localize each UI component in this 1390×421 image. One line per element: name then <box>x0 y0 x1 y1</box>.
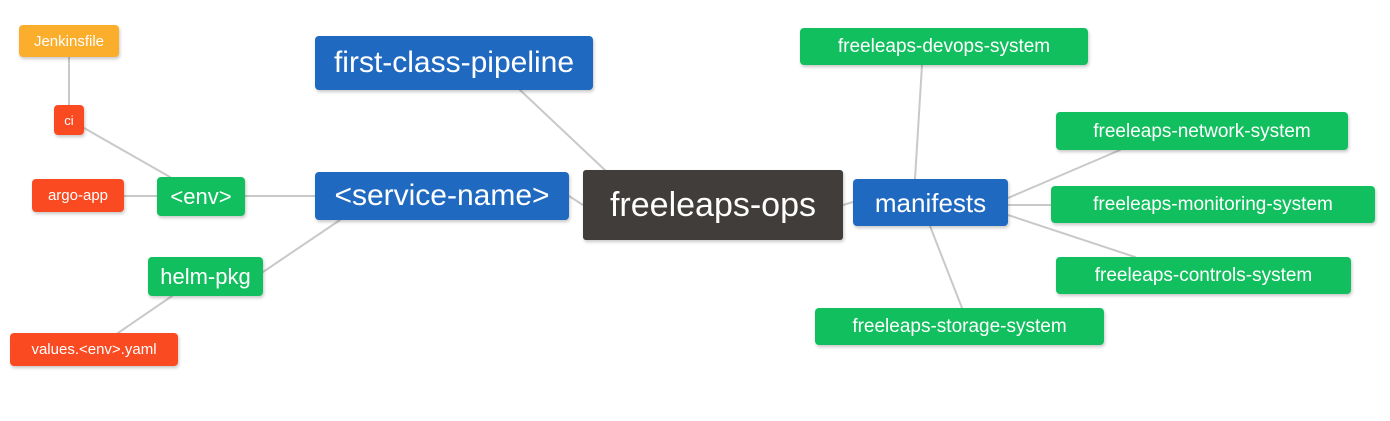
edge-manifests-to-storage <box>929 225 963 309</box>
node-service[interactable]: <service-name> <box>315 172 569 220</box>
node-label: ci <box>64 112 74 128</box>
node-jenkinsfile[interactable]: Jenkinsfile <box>19 25 119 57</box>
node-label: values.<env>.yaml <box>31 341 157 358</box>
node-label: freeleaps-network-system <box>1093 120 1311 142</box>
node-helm[interactable]: helm-pkg <box>148 257 263 296</box>
node-label: Jenkinsfile <box>33 32 105 50</box>
node-manifests[interactable]: manifests <box>853 179 1008 226</box>
node-monitoring[interactable]: freeleaps-monitoring-system <box>1051 186 1375 223</box>
node-label: freeleaps-storage-system <box>852 316 1067 337</box>
node-label: argo-app <box>47 187 109 204</box>
node-label: manifests <box>874 187 987 218</box>
edge-helm-to-valuesyaml <box>117 295 173 334</box>
node-label: <env> <box>170 183 232 209</box>
node-label: freeleaps-controls-system <box>1094 265 1313 286</box>
edge-root-to-service <box>568 195 584 206</box>
node-argoapp[interactable]: argo-app <box>32 179 124 212</box>
node-devops[interactable]: freeleaps-devops-system <box>800 28 1088 65</box>
node-valuesyaml[interactable]: values.<env>.yaml <box>10 333 178 366</box>
edge-root-to-manifests <box>842 201 854 206</box>
node-label: freeleaps-devops-system <box>837 36 1051 57</box>
edge-root-to-pipeline <box>519 89 608 173</box>
node-network[interactable]: freeleaps-network-system <box>1056 112 1348 150</box>
node-pipeline[interactable]: first-class-pipeline <box>315 36 593 90</box>
node-root[interactable]: freeleaps-ops <box>583 170 843 240</box>
node-storage[interactable]: freeleaps-storage-system <box>815 308 1104 345</box>
node-env[interactable]: <env> <box>157 177 245 216</box>
node-label: <service-name> <box>334 179 550 212</box>
edge-service-to-helm <box>262 219 341 273</box>
edge-manifests-to-devops <box>914 64 923 180</box>
node-label: helm-pkg <box>160 263 251 289</box>
node-label: first-class-pipeline <box>333 46 575 79</box>
edge-env-to-ci <box>83 127 171 178</box>
node-label: freeleaps-monitoring-system <box>1093 194 1333 215</box>
node-ci[interactable]: ci <box>54 105 84 135</box>
node-label: freeleaps-ops <box>609 186 816 224</box>
node-controls[interactable]: freeleaps-controls-system <box>1056 257 1351 294</box>
